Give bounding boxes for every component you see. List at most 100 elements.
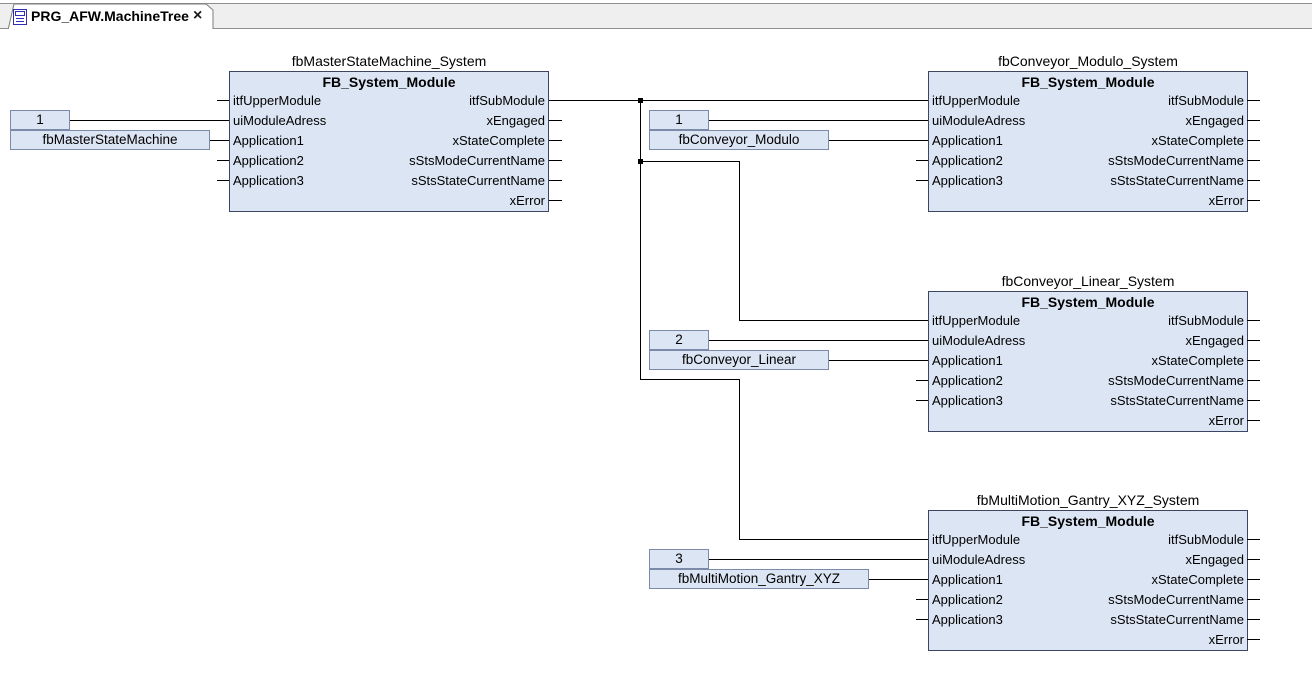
output-pin-label: xStateComplete — [1151, 353, 1245, 368]
pin-stub — [1247, 579, 1260, 580]
wire-segment — [549, 100, 928, 101]
output-pin-label: xEngaged — [1185, 552, 1244, 567]
application1-operand[interactable]: fbConveyor_Linear — [649, 350, 829, 370]
output-pin-label: sStsStateCurrentName — [1110, 173, 1244, 188]
pin-stub — [916, 619, 928, 620]
pin-stub — [1247, 360, 1260, 361]
input-pin-label: Application1 — [233, 133, 304, 148]
input-pin-label: Application2 — [932, 592, 1003, 607]
pin-stub — [1247, 559, 1260, 560]
tab-prg-afw-machinetree[interactable]: PRG_AFW.MachineTree × — [0, 4, 213, 29]
pou-document-icon — [13, 9, 27, 25]
pin-stub — [549, 120, 562, 121]
input-pin-label: Application1 — [932, 133, 1003, 148]
output-pin-label: xEngaged — [486, 113, 545, 128]
pin-stub — [549, 140, 562, 141]
input-pin-label: itfUpperModule — [932, 93, 1021, 108]
output-pin-label: xStateComplete — [1151, 572, 1245, 587]
output-pin-label: sStsModeCurrentName — [1108, 153, 1244, 168]
input-pin-label: uiModuleAdress — [233, 113, 327, 128]
wire-segment — [640, 161, 641, 380]
pin-stub — [1247, 619, 1260, 620]
pin-stub — [217, 100, 229, 101]
pin-stub — [1247, 380, 1260, 381]
function-block-master-state-machine[interactable]: FB_System_Module itfUpperModule itfSubMod… — [229, 71, 549, 212]
input-pin-label: itfUpperModule — [932, 532, 1021, 547]
wire-junction-dot — [638, 98, 643, 103]
output-pin-label: xEngaged — [1185, 333, 1244, 348]
output-pin-label: itfSubModule — [1168, 532, 1244, 547]
tabstrip-bottom-border — [0, 28, 1312, 29]
application1-operand[interactable]: fbConveyor_Modulo — [649, 130, 829, 150]
input-pin-label: itfUpperModule — [932, 313, 1021, 328]
input-pin-label: Application1 — [932, 572, 1003, 587]
pin-stub — [1247, 599, 1260, 600]
output-pin-label: itfSubModule — [1168, 93, 1244, 108]
wire-segment — [739, 379, 740, 539]
application1-operand[interactable]: fbMasterStateMachine — [10, 130, 210, 150]
function-block-multimotion-gantry[interactable]: FB_System_Module itfUpperModule itfSubMod… — [928, 510, 1248, 651]
module-address-operand[interactable]: 1 — [649, 110, 709, 130]
input-pin-label: Application2 — [932, 373, 1003, 388]
module-address-operand[interactable]: 2 — [649, 330, 709, 350]
output-pin-label: sStsStateCurrentName — [1110, 393, 1244, 408]
output-pin-label: sStsModeCurrentName — [1108, 592, 1244, 607]
pin-stub — [1247, 340, 1260, 341]
pin-stub — [1247, 100, 1260, 101]
input-pin-label: Application3 — [932, 393, 1003, 408]
pin-stub — [549, 180, 562, 181]
function-block-conveyor-modulo[interactable]: FB_System_Module itfUpperModule itfSubMod… — [928, 71, 1248, 212]
output-pin-label: itfSubModule — [469, 93, 545, 108]
fb-type-label: FB_System_Module — [1021, 513, 1155, 529]
input-pin-label: itfUpperModule — [233, 93, 322, 108]
pin-stub — [916, 400, 928, 401]
pin-stub — [217, 160, 229, 161]
wire-segment — [640, 379, 740, 380]
pin-stub — [1247, 180, 1260, 181]
output-pin-label: xError — [1208, 193, 1244, 208]
pin-stub — [916, 380, 928, 381]
input-pin-label: Application1 — [932, 353, 1003, 368]
wire-segment — [709, 120, 928, 121]
input-pin-label: Application3 — [932, 173, 1003, 188]
tabstrip-background — [0, 4, 1312, 28]
fb-type-label: FB_System_Module — [1021, 74, 1155, 90]
tabstrip-top-border — [0, 3, 1312, 4]
pin-stub — [1247, 140, 1260, 141]
fb-instance-title: fbMasterStateMachine_System — [291, 53, 487, 69]
wire-segment — [739, 539, 928, 540]
output-pin-label: sStsModeCurrentName — [409, 153, 545, 168]
diagram-canvas[interactable]: fbMasterStateMachine_System FB_System_Mo… — [0, 29, 1312, 685]
input-pin-label: uiModuleAdress — [932, 552, 1026, 567]
wire-segment — [829, 140, 928, 141]
output-pin-label: xError — [1208, 413, 1244, 428]
wire-junction-dot — [638, 159, 643, 164]
input-pin-label: uiModuleAdress — [932, 113, 1026, 128]
output-pin-label: xError — [509, 193, 545, 208]
pin-stub — [916, 180, 928, 181]
pin-stub — [1247, 539, 1260, 540]
output-pin-label: xError — [1208, 632, 1244, 647]
application1-operand[interactable]: fbMultiMotion_Gantry_XYZ — [649, 569, 869, 589]
wire-segment — [70, 120, 229, 121]
output-pin-label: sStsModeCurrentName — [1108, 373, 1244, 388]
input-pin-label: uiModuleAdress — [932, 333, 1026, 348]
wire-segment — [640, 100, 641, 161]
tab-close-icon[interactable]: × — [193, 7, 203, 24]
module-address-operand[interactable]: 3 — [649, 549, 709, 569]
fb-instance-title: fbMultiMotion_Gantry_XYZ_System — [976, 492, 1200, 508]
module-address-operand[interactable]: 1 — [10, 110, 70, 130]
output-pin-label: sStsStateCurrentName — [1110, 612, 1244, 627]
fb-type-label: FB_System_Module — [322, 74, 456, 90]
pin-stub — [1247, 160, 1260, 161]
pin-stub — [1247, 320, 1260, 321]
pin-stub — [1247, 120, 1260, 121]
wire-segment — [709, 340, 928, 341]
pin-stub — [549, 160, 562, 161]
pin-stub — [1247, 400, 1260, 401]
input-pin-label: Application3 — [233, 173, 304, 188]
pin-stub — [217, 180, 229, 181]
active-tab-shape — [7, 3, 214, 30]
